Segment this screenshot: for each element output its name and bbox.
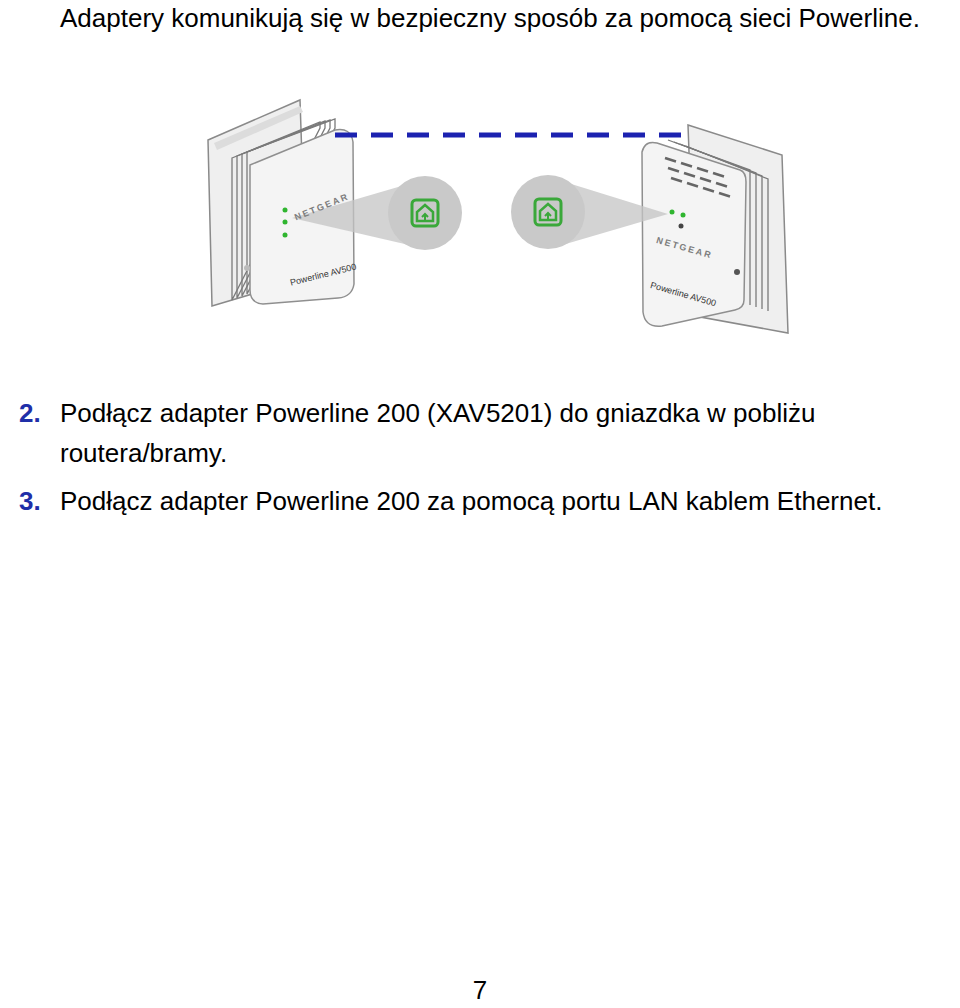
step-text: Podłącz adapter Powerline 200 (XAV5201) … [60,393,940,473]
step-number: 3. [19,481,59,521]
step-text: Podłącz adapter Powerline 200 za pomocą … [60,481,950,521]
vent-slots [665,158,730,197]
intro-text: Adaptery komunikują się w bezpieczny spo… [60,0,940,36]
page-number: 7 [430,972,530,1008]
adapter-body [642,142,746,326]
powerline-adapter: NETGEARPowerline AV500 [688,125,788,335]
powerline-link [335,133,688,138]
powerline-adapter: NETGEARPowerline AV500 [205,100,335,305]
step-number: 2. [19,393,59,433]
